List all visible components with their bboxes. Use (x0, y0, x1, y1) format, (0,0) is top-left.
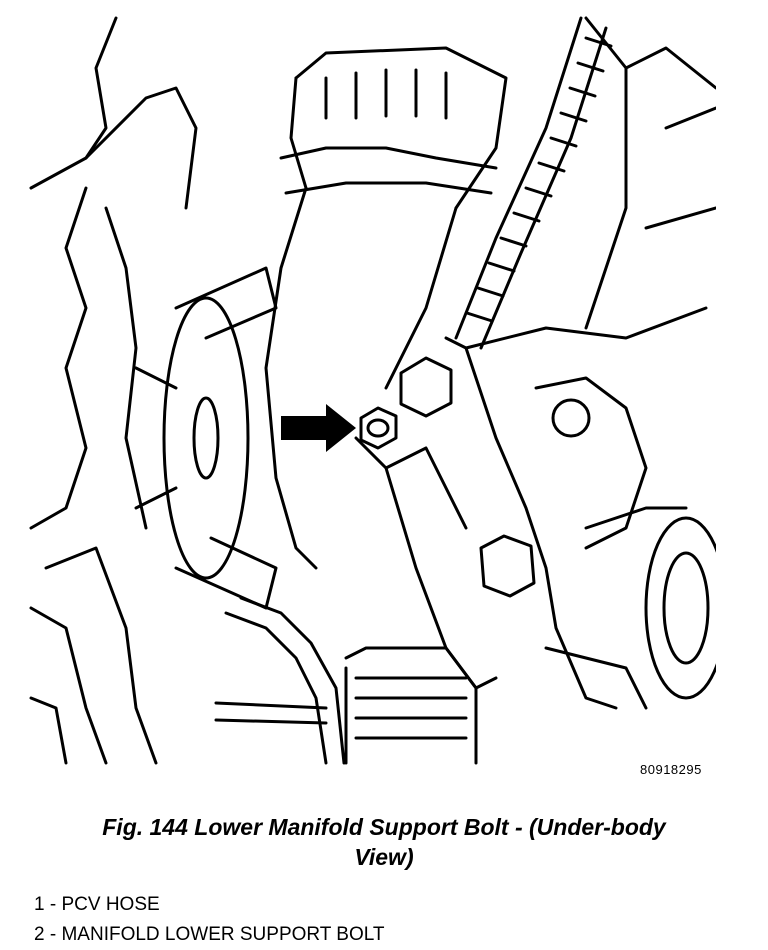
legend-label: PCV HOSE (61, 894, 160, 915)
figure-caption: Fig. 144 Lower Manifold Support Bolt - (… (0, 812, 768, 872)
legend-number: 2 (34, 924, 45, 945)
pcv-hose (264, 46, 508, 570)
underbody-illustration (26, 8, 716, 768)
figure-code: 80918295 (640, 762, 702, 777)
legend-item: 2 - MANIFOLD LOWER SUPPORT BOLT (34, 924, 385, 945)
caption-line-1: Fig. 144 Lower Manifold Support Bolt - (… (102, 814, 666, 840)
legend-label: MANIFOLD LOWER SUPPORT BOLT (61, 924, 385, 945)
transmission-housing (534, 16, 716, 710)
lower-hoses (214, 596, 478, 765)
legend-item: 1 - PCV HOSE (34, 894, 160, 915)
legend-number: 1 (34, 894, 45, 915)
caption-line-2: View) (354, 844, 414, 870)
support-bracket (354, 306, 708, 710)
harness-sleeve (454, 16, 613, 350)
legend: 1 - PCV HOSE 2 - MANIFOLD LOWER SUPPORT … (34, 890, 385, 950)
cooling-fan (134, 266, 278, 610)
radiator-shroud (29, 16, 198, 765)
line-drawing (29, 16, 716, 765)
manifold-support-bolt (359, 356, 536, 598)
pointer-arrow (281, 404, 356, 452)
